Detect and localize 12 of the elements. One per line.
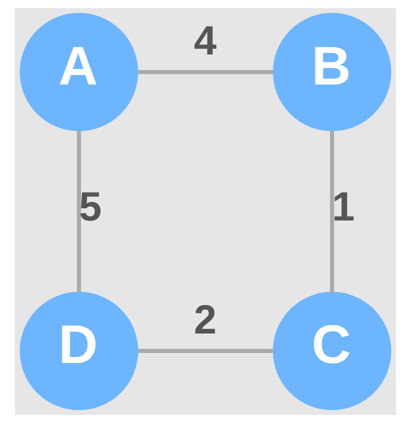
node-circle: C (272, 292, 392, 410)
connector (138, 70, 274, 74)
node-circle: D (20, 292, 138, 410)
connector (76, 130, 81, 292)
edge-label: 1 (332, 183, 355, 230)
edge-label: 2 (194, 296, 217, 342)
edge-label: 4 (194, 17, 217, 64)
node-circle: A (20, 12, 138, 132)
connector (330, 130, 334, 292)
connector (138, 348, 274, 354)
node-circle: B (272, 12, 392, 132)
edge-label: 5 (78, 183, 102, 230)
